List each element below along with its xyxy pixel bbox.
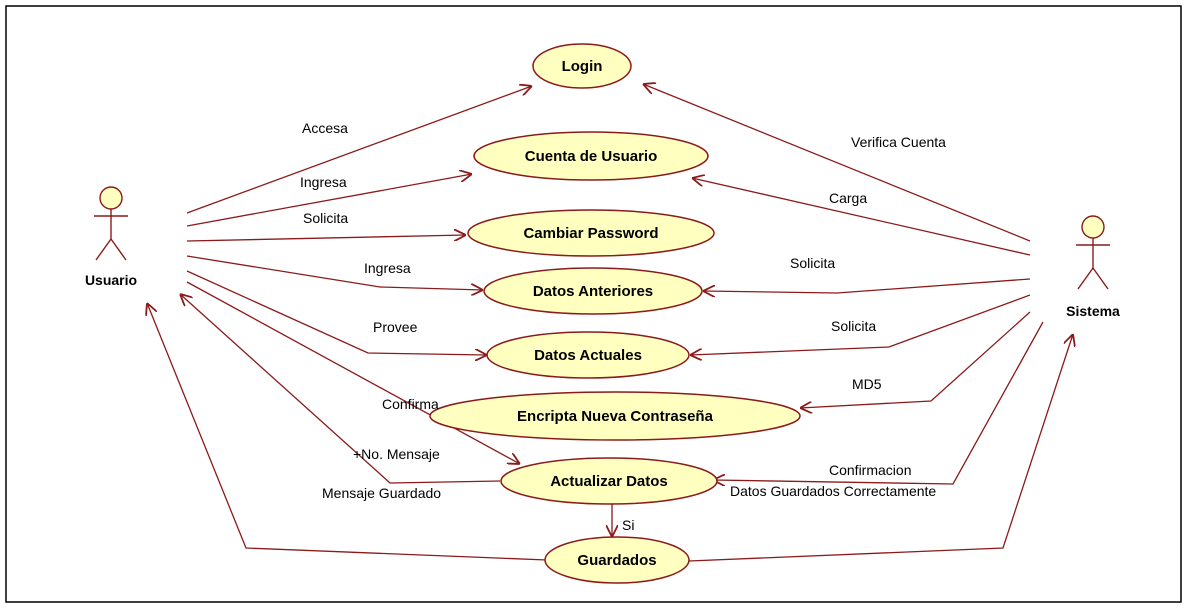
use-case-actualizar-datos[interactable]: Actualizar Datos xyxy=(500,457,718,505)
edge-label-carga: Carga xyxy=(829,190,867,206)
use-case-label: Login xyxy=(562,58,603,75)
edge-label-no-mensaje: +No. Mensaje xyxy=(353,446,440,462)
use-case-label: Guardados xyxy=(577,552,656,569)
edge-label-mensaje-guardado: Mensaje Guardado xyxy=(322,485,441,501)
edge-ingresa-anteriores xyxy=(186,255,483,290)
edge-label-solicita-actuales: Solicita xyxy=(831,318,876,334)
edge-accesa xyxy=(186,86,532,214)
actor-label: Sistema xyxy=(1066,303,1120,319)
use-case-label: Datos Actuales xyxy=(534,347,642,364)
edge-label-confirmacion: Confirmacion xyxy=(829,462,911,478)
edge-guardados-sistema xyxy=(688,334,1073,562)
use-case-login[interactable]: Login xyxy=(532,43,632,89)
use-case-datos-actuales[interactable]: Datos Actuales xyxy=(486,331,690,379)
edge-label-solicita-anteriores: Solicita xyxy=(790,255,835,271)
edge-label-confirma: Confirma xyxy=(382,396,439,412)
edge-mensaje-guardado xyxy=(180,294,501,484)
use-case-label: Cambiar Password xyxy=(523,225,658,242)
edge-md5 xyxy=(800,311,1031,408)
edge-label-verifica-cuenta: Verifica Cuenta xyxy=(851,134,946,150)
actor-usuario[interactable]: Usuario xyxy=(85,186,137,288)
edge-guardados-usuario xyxy=(147,303,548,561)
edge-ingresa-cuenta xyxy=(186,174,472,227)
use-case-label: Actualizar Datos xyxy=(550,473,668,490)
use-case-encripta-nueva-contrasena[interactable]: Encripta Nueva Contraseña xyxy=(429,391,801,441)
edge-label-datos-guardados: Datos Guardados Correctamente xyxy=(730,483,936,499)
edge-label-ingresa-cuenta: Ingresa xyxy=(300,174,347,190)
use-case-cuenta-de-usuario[interactable]: Cuenta de Usuario xyxy=(473,131,709,181)
use-case-label: Datos Anteriores xyxy=(533,283,653,300)
edge-provee xyxy=(186,270,487,355)
edge-confirma xyxy=(186,281,520,464)
edge-verifica-cuenta xyxy=(643,84,1031,242)
edge-label-provee: Provee xyxy=(373,319,418,335)
edge-solicita-password xyxy=(186,235,466,242)
edge-label-ingresa-anteriores: Ingresa xyxy=(364,260,411,276)
edge-label-accesa: Accesa xyxy=(302,120,348,136)
edge-confirmacion xyxy=(713,321,1044,484)
edge-solicita-actuales xyxy=(690,294,1031,355)
actor-head xyxy=(99,186,123,210)
edge-carga xyxy=(692,178,1031,256)
edge-label-md5: MD5 xyxy=(852,376,882,392)
use-case-guardados[interactable]: Guardados xyxy=(544,536,690,584)
edge-label-solicita-password: Solicita xyxy=(303,210,348,226)
edge-label-si: Si xyxy=(622,517,634,533)
actor-sistema[interactable]: Sistema xyxy=(1066,215,1120,319)
actor-label: Usuario xyxy=(85,272,137,288)
use-case-label: Encripta Nueva Contraseña xyxy=(517,408,714,425)
use-case-datos-anteriores[interactable]: Datos Anteriores xyxy=(483,267,703,315)
use-case-label: Cuenta de Usuario xyxy=(525,148,658,165)
edge-solicita-anteriores xyxy=(703,278,1031,293)
diagram-frame xyxy=(5,5,1182,603)
actor-head xyxy=(1081,215,1105,239)
use-case-cambiar-password[interactable]: Cambiar Password xyxy=(467,209,715,257)
